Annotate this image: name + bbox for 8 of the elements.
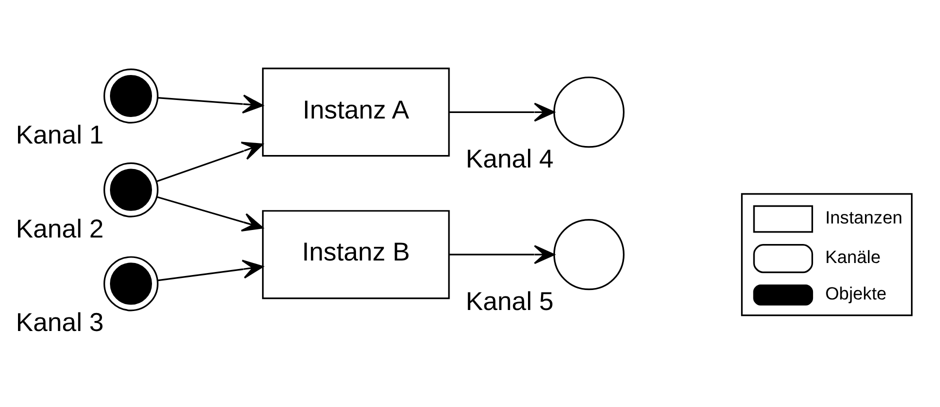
legend-label: Kanäle <box>825 246 881 267</box>
node-label: Kanal 5 <box>466 288 554 316</box>
node-label: Kanal 1 <box>16 120 104 149</box>
legend-label: Objekte <box>825 283 887 304</box>
node-label: Kanal 4 <box>466 145 554 174</box>
legend-label: Instanzen <box>825 207 902 227</box>
node-label: Kanal 2 <box>16 214 104 243</box>
node-label: Kanal 3 <box>16 308 104 337</box>
